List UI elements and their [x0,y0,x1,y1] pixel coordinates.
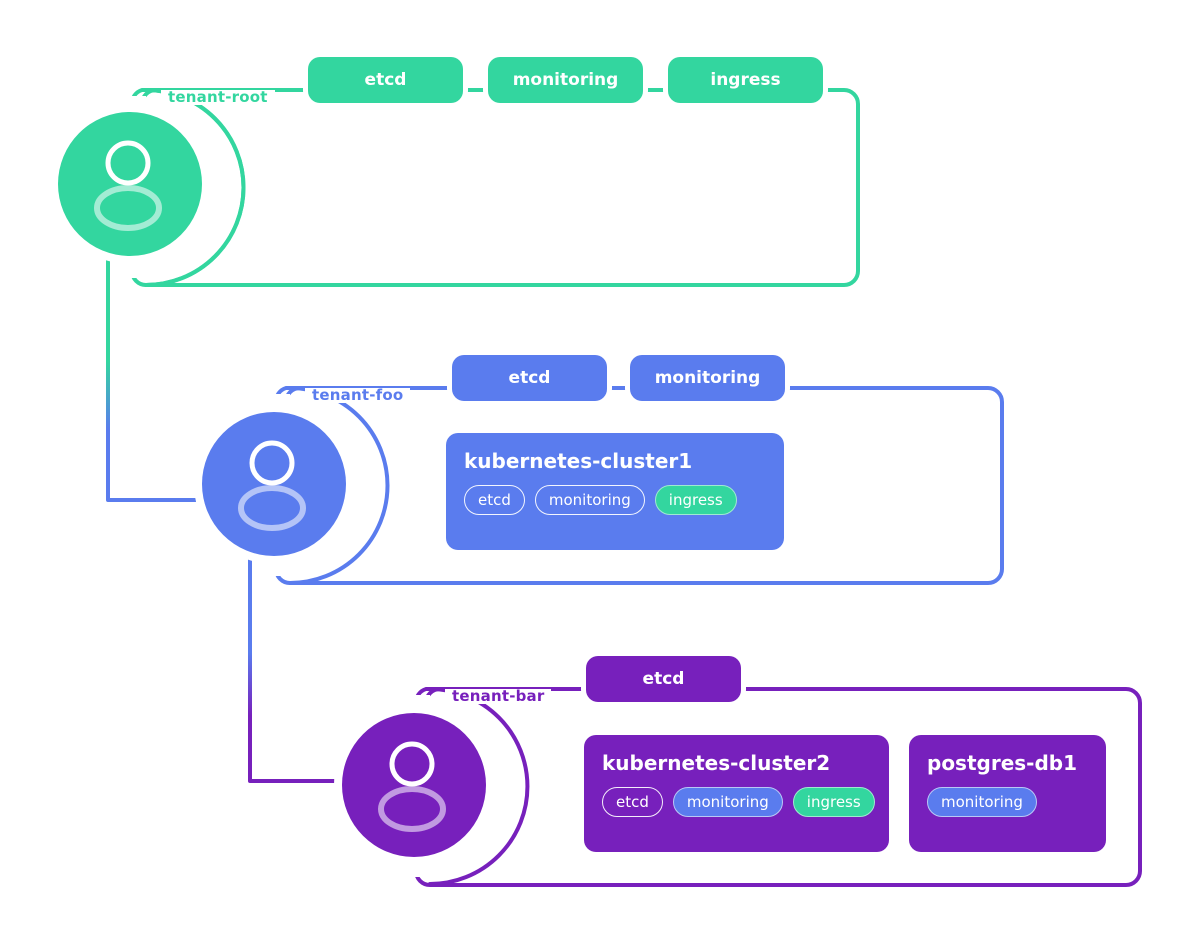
pill-etcd[interactable]: etcd [464,485,525,515]
card-kubernetes-cluster2[interactable]: kubernetes-cluster2 etcd monitoring ingr… [584,735,889,852]
tenant-root-avatar-body-icon [94,185,162,231]
card-title: kubernetes-cluster1 [464,449,693,473]
connector-root-to-foo [106,248,196,502]
pill-monitoring[interactable]: monitoring [927,787,1037,817]
card-pill-row: etcd monitoring ingress [602,787,875,817]
badge-label: etcd [508,368,551,388]
card-postgres-db1[interactable]: postgres-db1 monitoring [909,735,1106,852]
pill-ingress[interactable]: ingress [654,485,737,515]
tenant-bar-avatar-head-icon [389,741,435,787]
badge-label: etcd [364,70,407,90]
tenant-root-label: tenant-root [161,90,275,105]
badge-label: ingress [710,70,781,90]
tenant-root-container [50,88,860,287]
tenant-bar-label: tenant-bar [445,689,552,704]
tenant-foo-badge-monitoring[interactable]: monitoring [630,355,785,401]
card-kubernetes-cluster1[interactable]: kubernetes-cluster1 etcd monitoring ingr… [446,433,784,550]
tenant-root-avatar-head-icon [105,140,151,186]
tenant-bar-container [334,687,1142,887]
card-pill-row: monitoring [927,787,1088,817]
tenant-root-badge-monitoring[interactable]: monitoring [488,57,643,103]
pill-ingress[interactable]: ingress [792,787,875,817]
tenant-foo-label: tenant-foo [305,388,411,403]
badge-label: monitoring [654,368,761,388]
connector-foo-to-bar [248,548,336,783]
tenant-bar-avatar-body-icon [378,786,446,832]
tenant-root-outline [130,88,860,287]
tenant-root-badge-ingress[interactable]: ingress [668,57,823,103]
card-title: kubernetes-cluster2 [602,751,831,775]
tenant-foo-avatar-body-icon [238,485,306,531]
tenant-foo-container [194,386,1004,585]
tenant-foo-avatar-head-icon [249,440,295,486]
tenant-foo-badge-etcd[interactable]: etcd [452,355,607,401]
badge-label: etcd [642,669,685,689]
pill-monitoring[interactable]: monitoring [672,787,783,817]
tenant-bar-badge-etcd[interactable]: etcd [586,656,741,702]
card-title: postgres-db1 [927,751,1078,775]
pill-monitoring[interactable]: monitoring [534,485,645,515]
card-pill-row: etcd monitoring ingress [464,485,766,515]
badge-label: monitoring [512,70,619,90]
pill-etcd[interactable]: etcd [602,787,663,817]
tenant-root-badge-etcd[interactable]: etcd [308,57,463,103]
